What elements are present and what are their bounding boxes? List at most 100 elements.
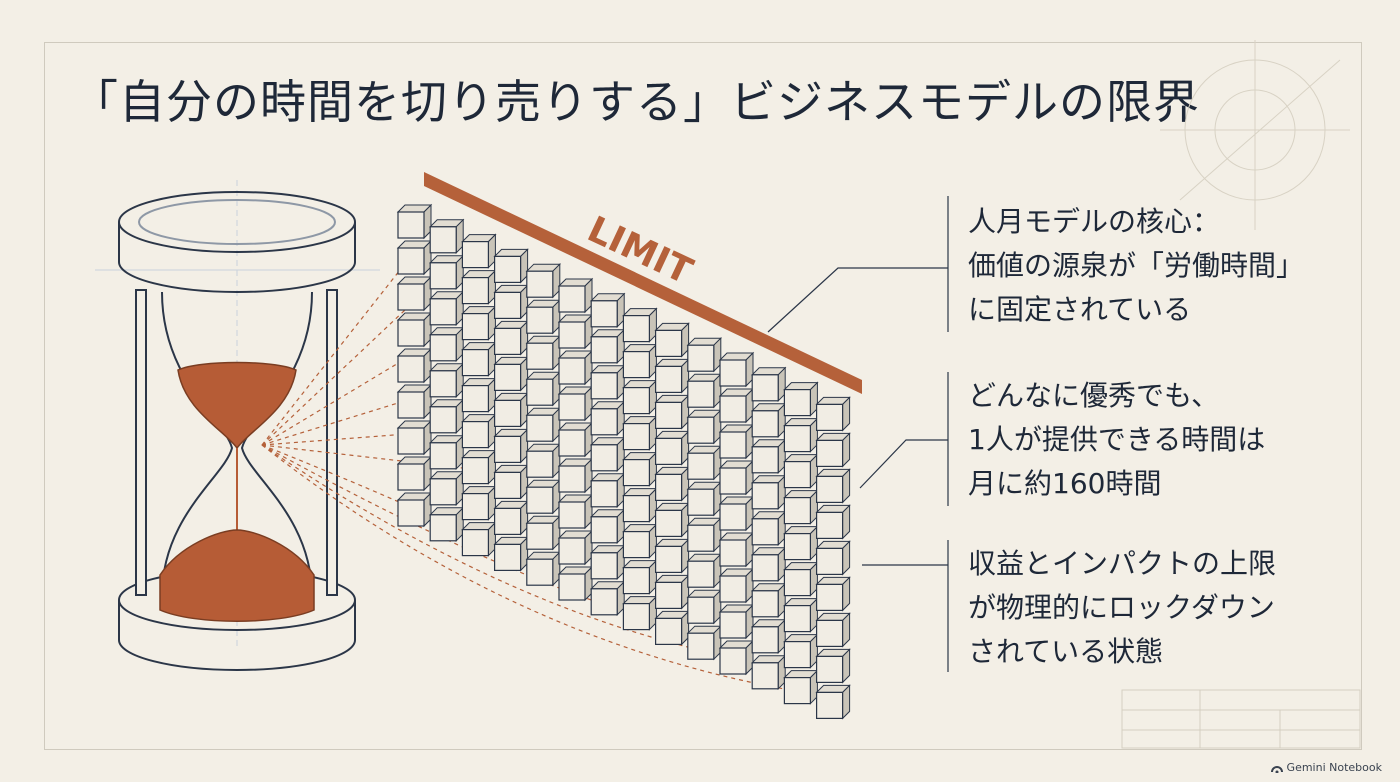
page-title: 「自分の時間を切り売りする」ビジネスモデルの限界: [72, 75, 1200, 129]
time-block: [783, 417, 819, 453]
time-block: [525, 550, 562, 587]
time-block: [396, 455, 433, 492]
time-block: [525, 370, 562, 407]
time-block: [686, 336, 723, 373]
time-block: [525, 262, 562, 299]
time-block: [557, 277, 594, 314]
time-block: [718, 423, 755, 460]
callout-leader-lines: [767, 196, 949, 672]
time-block: [654, 466, 690, 502]
time-block: [622, 487, 658, 523]
time-block: [589, 400, 626, 437]
time-block: [396, 491, 433, 528]
time-block: [750, 402, 787, 439]
callout-line: どんなに優秀でも、: [968, 379, 1220, 412]
time-block: [428, 362, 465, 399]
time-block: [589, 328, 626, 365]
time-block: [396, 347, 433, 384]
time-block: [686, 372, 723, 409]
time-block: [525, 442, 562, 479]
time-block: [622, 415, 658, 451]
time-block: [718, 459, 755, 496]
gemini-logo-icon: [1270, 765, 1283, 773]
time-block: [396, 419, 433, 456]
time-block: [493, 428, 529, 464]
callout-line: に固定されている: [968, 293, 1192, 326]
callout-line: 1人が提供できる時間は: [968, 423, 1266, 456]
time-block: [461, 449, 497, 485]
time-block: [396, 275, 433, 312]
time-block: [461, 341, 497, 377]
time-block: [396, 383, 433, 420]
time-block: [461, 377, 497, 413]
time-block: [815, 396, 851, 432]
time-block: [428, 470, 465, 507]
time-block: [783, 489, 819, 525]
time-block: [493, 392, 529, 428]
time-block: [589, 436, 626, 473]
time-block: [815, 612, 851, 648]
time-block: [718, 603, 755, 640]
time-block: [589, 364, 626, 401]
time-block: [654, 430, 690, 466]
time-block: [622, 343, 658, 379]
time-block: [815, 468, 851, 504]
time-block: [557, 529, 594, 566]
time-block: [557, 457, 594, 494]
time-block: [557, 421, 594, 458]
branding: Gemini Notebook: [1270, 761, 1382, 774]
time-block: [750, 546, 787, 583]
time-block: [718, 531, 755, 568]
time-block: [557, 493, 594, 530]
branding-label: Gemini Notebook: [1286, 761, 1382, 774]
time-block: [525, 406, 562, 443]
time-block: [783, 561, 819, 597]
callout-line: が物理的にロックダウン: [968, 591, 1275, 624]
time-block: [654, 358, 690, 394]
time-block: [589, 472, 626, 509]
time-block: [428, 434, 465, 471]
time-block: [718, 495, 755, 532]
time-block: [525, 298, 562, 335]
callout-line: 月に約160時間: [968, 467, 1162, 500]
time-block: [718, 387, 755, 424]
time-block: [622, 559, 658, 595]
time-block: [783, 453, 819, 489]
time-block: [525, 334, 562, 371]
time-block: [461, 269, 497, 305]
callout-line: 収益とインパクトの上限: [968, 547, 1277, 580]
time-block: [686, 408, 723, 445]
blueprint-frame: [44, 42, 1362, 750]
time-block: [750, 618, 787, 655]
time-block: [622, 523, 658, 559]
time-block: [654, 502, 690, 538]
time-block: [815, 504, 851, 540]
time-block: [461, 485, 497, 521]
time-block: [428, 290, 465, 327]
callout-line: 価値の源泉が「労働時間」: [968, 249, 1305, 282]
time-block: [396, 203, 433, 240]
time-block: [525, 478, 562, 515]
time-block: [622, 595, 658, 631]
callout-line: されている状態: [968, 635, 1164, 668]
time-block: [750, 438, 787, 475]
time-block: [718, 567, 755, 604]
time-block: [750, 510, 787, 547]
hourglass-icon: [95, 180, 380, 671]
time-block: [783, 633, 819, 669]
time-block: [493, 248, 529, 284]
time-block: [686, 444, 723, 481]
time-block: [686, 516, 723, 553]
time-block: [461, 413, 497, 449]
time-block: [493, 320, 529, 356]
time-block: [750, 366, 787, 403]
time-block: [815, 432, 851, 468]
time-block: [750, 582, 787, 619]
time-block: [557, 385, 594, 422]
time-block: [815, 576, 851, 612]
time-block: [815, 684, 851, 720]
time-block: [461, 233, 497, 269]
time-block: [428, 398, 465, 435]
time-block: [493, 284, 529, 320]
